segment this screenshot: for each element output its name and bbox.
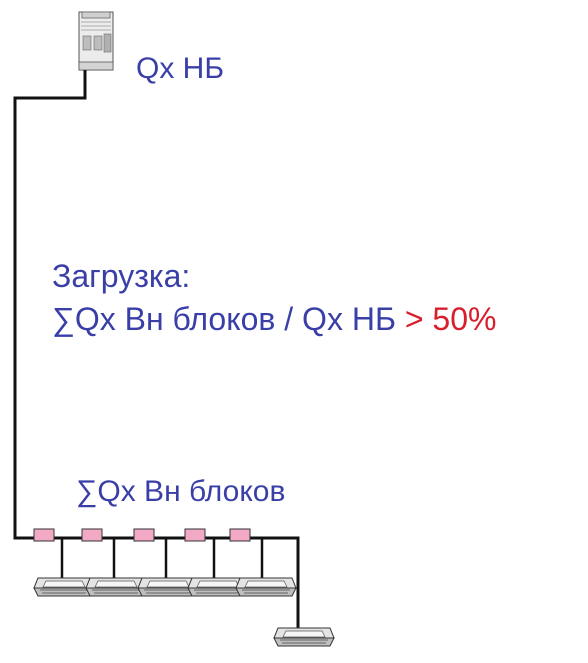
indoor-unit-1-icon — [33, 577, 95, 597]
outdoor-capacity-label: Qx НБ — [136, 52, 225, 85]
load-threshold: > 50% — [404, 301, 497, 337]
load-formula-line: ∑Qx Вн блоков / Qx НБ > 50% — [52, 301, 496, 338]
branch-lines — [60, 538, 264, 578]
indoor-unit-5-icon — [235, 577, 297, 597]
branch-joint-1 — [33, 528, 55, 542]
branch-joints — [33, 528, 251, 542]
indoor-sum-label: ∑Qx Вн блоков — [76, 475, 286, 508]
indoor-unit-6-icon — [273, 627, 335, 647]
main-pipe — [13, 70, 87, 540]
branch-joint-5 — [229, 528, 251, 542]
branch-joint-3 — [133, 528, 155, 542]
load-formula: ∑Qx Вн блоков / Qx НБ — [52, 301, 396, 337]
header-pipe — [34, 536, 300, 628]
branch-joint-4 — [184, 528, 206, 542]
branch-joint-2 — [81, 528, 103, 542]
indoor-unit-2-icon — [85, 577, 147, 597]
load-title: Загрузка: — [52, 258, 191, 294]
outdoor-unit-icon — [78, 11, 114, 71]
